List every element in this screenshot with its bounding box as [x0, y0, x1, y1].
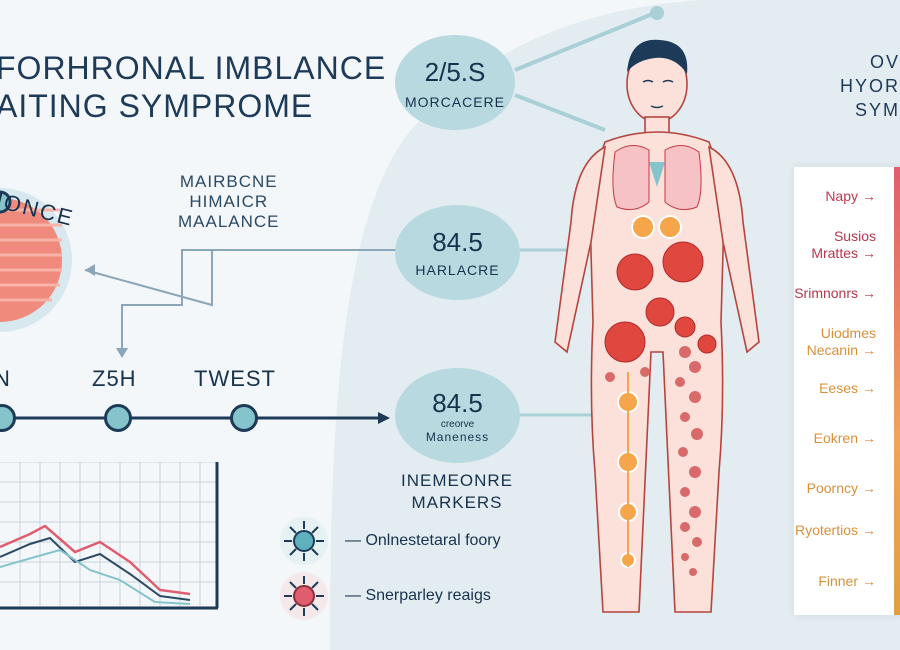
- symptom-label: Uiodmes Necanin: [806, 325, 876, 358]
- virus-red-icon: [280, 572, 328, 620]
- virus-teal-icon: [280, 517, 328, 565]
- timeline-line: [0, 412, 390, 424]
- arrow-right-icon: →: [862, 245, 876, 261]
- subtitle-line: HIMAICR: [189, 192, 269, 211]
- symptom-label: Poorncy: [806, 480, 858, 496]
- timeline-node: [0, 404, 16, 432]
- symptom-label: Srimnonrs: [794, 285, 858, 301]
- arrow-right-icon: →: [862, 285, 876, 301]
- symptom-item: Eeses→: [819, 380, 876, 397]
- symptom-item: Napy→: [825, 188, 876, 205]
- gauge-graphic: [0, 188, 72, 332]
- legend-item: — Snerparley reaigs: [345, 587, 491, 604]
- title-line-2: AITING SYMPROME: [0, 88, 314, 124]
- legend-text: Onlnestetaral foory: [365, 532, 501, 549]
- bubble-value: 2/5.S: [424, 57, 486, 87]
- bubble-label: HARLACRE: [415, 262, 500, 278]
- symptom-item: Uiodmes Necanin→: [807, 325, 876, 359]
- arrow-right-icon: →: [862, 573, 876, 589]
- subtitle-block: MAIRBCNE HIMAICR MAALANCE: [178, 172, 280, 232]
- symptom-item: Eokren→: [814, 430, 876, 447]
- mini-line-chart: [0, 462, 219, 610]
- right-title-line: SYM: [854, 100, 900, 120]
- symptom-label: Susios Mrattes: [811, 228, 876, 261]
- arrow-right-icon: →: [862, 188, 876, 204]
- bubble-label: MORCACERE: [404, 94, 505, 110]
- timeline-node: [104, 404, 132, 432]
- arrow-right-icon: →: [862, 430, 876, 446]
- right-title: OV HYOR SYM: [820, 50, 900, 122]
- timeline-node: [230, 404, 258, 432]
- markers-title: INEMEONRE MARKERS: [382, 470, 532, 514]
- right-title-line: HYOR: [839, 76, 900, 96]
- arrow-right-icon: →: [862, 380, 876, 396]
- legend-item: — Onlnestetaral foory: [345, 532, 501, 549]
- symptom-item: Finner→: [818, 573, 876, 590]
- symptom-label: Ryotertios: [794, 522, 858, 538]
- symptoms-color-bar: [894, 167, 900, 615]
- timeline-label: TWEST: [194, 366, 276, 391]
- bubble-value: 84.5: [432, 227, 483, 257]
- arrow-right-icon: →: [862, 480, 876, 496]
- title-line-1: FORHRONAL IMBLANCE: [0, 50, 387, 86]
- bubble-value: 84.5: [432, 388, 483, 418]
- markers-title-line: MARKERS: [411, 493, 503, 512]
- legend-text: Snerparley reaigs: [365, 587, 491, 604]
- symptom-label: Napy: [825, 188, 858, 204]
- bubble-small-text: creorve: [440, 419, 475, 430]
- symptom-item: Srimnonrs→: [794, 285, 876, 302]
- bubble-top: 2/5.S MORCACERE: [395, 35, 515, 130]
- symptom-item: Susios Mrattes→: [811, 228, 876, 262]
- arrow-right-icon: →: [862, 342, 876, 358]
- timeline-label: Z5H: [92, 366, 137, 391]
- right-title-line: OV: [869, 52, 900, 72]
- subtitle-line: MAIRBCNE: [179, 172, 278, 191]
- bubble-bottom: 84.5 creorve Maneness: [395, 368, 520, 463]
- timeline-label: N: [0, 366, 11, 391]
- symptom-item: Poorncy→: [807, 480, 876, 497]
- symptom-label: Finner: [818, 573, 858, 589]
- symptom-label: Eeses: [819, 380, 858, 396]
- subtitle-line: MAALANCE: [178, 212, 280, 231]
- markers-title-line: INEMEONRE: [401, 471, 513, 490]
- arrow-right-icon: →: [862, 522, 876, 538]
- symptom-item: Ryotertios→: [795, 522, 876, 539]
- symptoms-panel: [794, 167, 900, 615]
- bubble-label: Maneness: [425, 430, 490, 444]
- bubble-middle: 84.5 HARLACRE: [395, 205, 520, 300]
- human-body-illustration: [554, 39, 760, 613]
- symptom-label: Eokren: [813, 430, 858, 446]
